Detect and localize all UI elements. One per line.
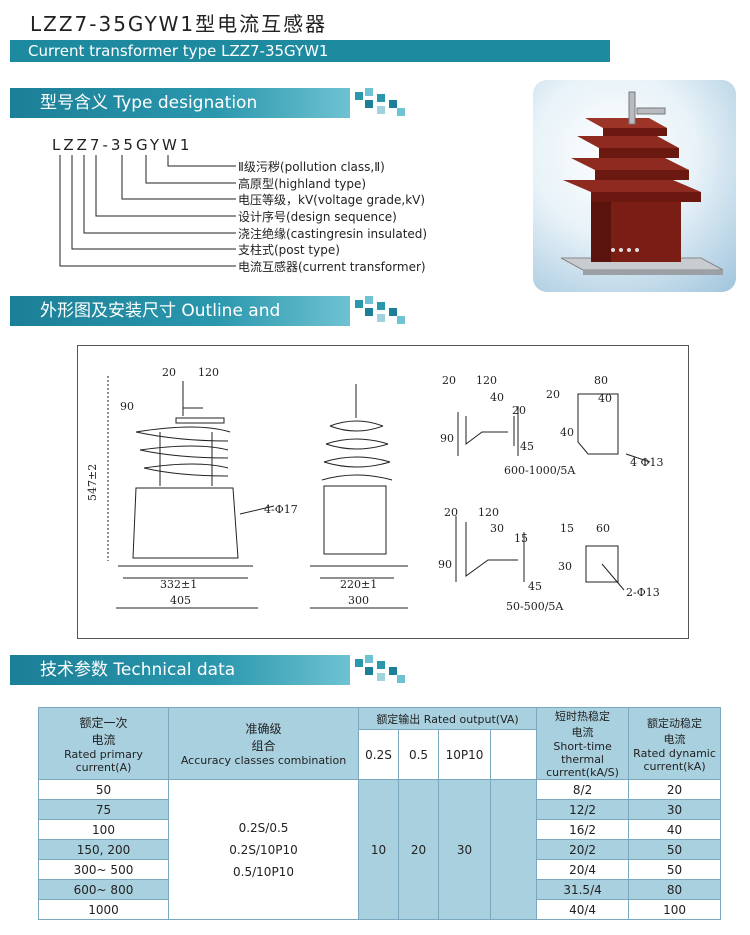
output-col-header: 10P10 [438,729,491,780]
svg-text:405: 405 [170,594,191,607]
product-photo [533,80,736,292]
dynamic-current-cell: 100 [628,899,722,920]
svg-text:547±2: 547±2 [86,464,99,501]
subtitle-bar: Current transformer type LZZ7-35GYW1 [10,40,610,62]
output-value-cell [489,779,538,920]
svg-text:20: 20 [444,506,458,519]
thermal-current-cell: 20/4 [536,859,630,880]
dynamic-current-cell: 30 [628,799,722,820]
output-value-cell: 30 [438,779,491,920]
svg-text:15: 15 [514,532,528,545]
primary-current-cell: 1000 [38,899,169,920]
thermal-current-cell: 8/2 [536,779,630,800]
thermal-current-cell: 31.5/4 [536,879,630,900]
svg-text:30: 30 [558,560,572,573]
svg-text:220±1: 220±1 [340,578,377,591]
primary-current-cell: 600~ 800 [38,879,169,900]
dynamic-current-cell: 40 [628,819,722,840]
svg-text:120: 120 [198,366,219,379]
header-accuracy: 准确级组合 Accuracy classes combination [168,707,359,780]
output-value-cell: 20 [398,779,439,920]
svg-text:50-500/5A: 50-500/5A [506,600,564,613]
section-technical: 技术参数 Technical data [10,655,350,685]
transformer-illustration [560,91,724,275]
accuracy-combination-cell: 0.2S/0.5 0.2S/10P10 0.5/10P10 [168,779,359,920]
decoration-squares [355,296,405,326]
svg-text:120: 120 [476,374,497,387]
svg-text:15: 15 [560,522,574,535]
primary-current-cell: 75 [38,799,169,820]
svg-text:40: 40 [560,426,574,439]
svg-text:20: 20 [512,404,526,417]
section-type-designation: 型号含义 Type designation [10,88,350,118]
thermal-current-cell: 16/2 [536,819,630,840]
designation-code: LZZ7-35GYW1 [52,136,193,154]
output-value-cell: 10 [358,779,399,920]
header-rated-output: 额定输出 Rated output(VA) [357,707,538,730]
svg-text:90: 90 [438,558,452,571]
dynamic-current-cell: 80 [628,879,722,900]
svg-text:90: 90 [120,400,134,413]
designation-item: 浇注绝缘(castingresin insulated) [238,227,428,241]
dynamic-current-cell: 50 [628,839,722,860]
svg-text:90: 90 [440,432,454,445]
svg-text:2-Φ13: 2-Φ13 [626,586,660,599]
decoration-squares [355,655,405,685]
primary-current-cell: 100 [38,819,169,840]
technical-data-table: 额定一次电流 Rated primary current(A) 准确级组合 Ac… [38,707,722,920]
svg-text:600-1000/5A: 600-1000/5A [504,464,576,477]
svg-text:20: 20 [162,366,176,379]
svg-text:4-Φ17: 4-Φ17 [264,503,298,516]
designation-leader-lines [59,155,236,267]
section-outline: 外形图及安装尺寸 Outline and dimensions [10,296,350,351]
designation-item: 设计序号(design sequence) [238,210,397,224]
designation-item: 支柱式(post type) [238,243,340,257]
dimension-drawing: 20 120 90 547±2 4-Φ17 332±1 405 220±1 300… [86,366,664,613]
thermal-current-cell: 12/2 [536,799,630,820]
svg-text:80: 80 [594,374,608,387]
outline-drawing: 20 120 90 547±2 4-Φ17 332±1 405 220±1 300… [77,345,689,639]
svg-text:20: 20 [442,374,456,387]
output-col-header: 0.2S [358,729,399,780]
svg-text:45: 45 [528,580,542,593]
svg-text:20: 20 [546,388,560,401]
header-primary-current: 额定一次电流 Rated primary current(A) [38,707,169,780]
designation-item: 电压等级，kV(voltage grade,kV) [238,193,426,207]
primary-current-cell: 150, 200 [38,839,169,860]
svg-text:332±1: 332±1 [160,578,197,591]
svg-text:45: 45 [520,440,534,453]
output-col-header [489,729,538,780]
svg-text:4 Φ13: 4 Φ13 [630,456,664,469]
dynamic-current-cell: 50 [628,859,722,880]
designation-item: 电流互感器(current transformer) [238,260,426,274]
svg-text:120: 120 [478,506,499,519]
thermal-current-cell: 40/4 [536,899,630,920]
primary-current-cell: 50 [38,779,169,800]
dynamic-current-cell: 20 [628,779,722,800]
svg-text:40: 40 [490,391,504,404]
primary-current-cell: 300~ 500 [38,859,169,880]
svg-text:300: 300 [348,594,369,607]
designation-item: 高原型(highland type) [238,177,367,191]
decoration-squares [355,88,405,118]
output-col-header: 0.5 [398,729,439,780]
thermal-current-cell: 20/2 [536,839,630,860]
svg-text:40: 40 [598,392,612,405]
svg-text:30: 30 [490,522,504,535]
page-title: LZZ7-35GYW1型电流互感器 [30,12,328,36]
designation-item: Ⅱ级污秽(pollution class,Ⅱ) [238,160,385,174]
svg-text:60: 60 [596,522,610,535]
